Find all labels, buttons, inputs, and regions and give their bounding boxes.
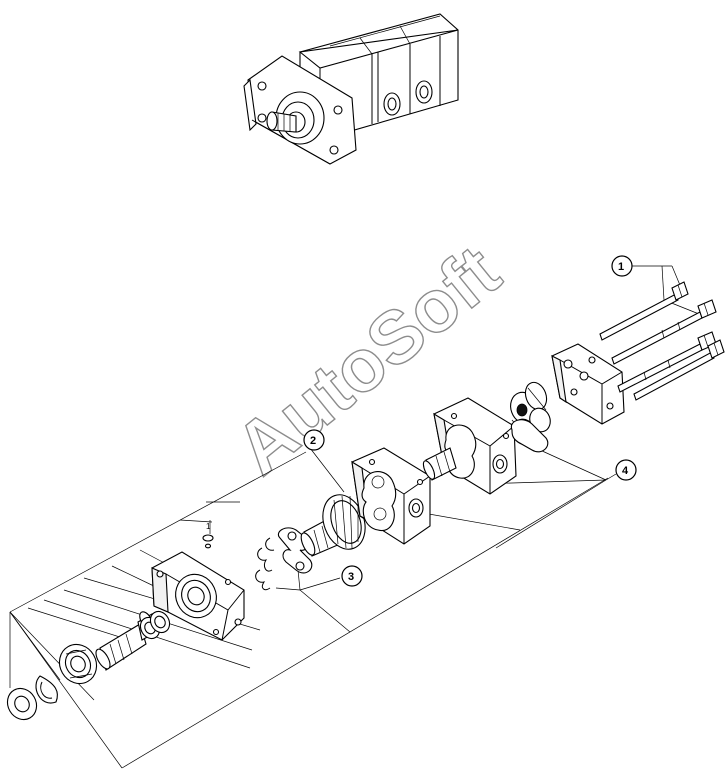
rear-seal-ring [510, 419, 549, 453]
shaft-seal-rings [139, 610, 171, 640]
callout-4: 4 [615, 459, 637, 481]
rear-cover [551, 343, 625, 425]
tie-bolts [599, 281, 725, 401]
gear-housing-front [351, 447, 431, 545]
callout-1: 1 [611, 255, 633, 277]
callout-1-label: 1 [618, 261, 624, 273]
assembled-pump [243, 13, 459, 165]
middle-section-plate [433, 397, 517, 495]
seal-ring [6, 687, 38, 721]
retaining-clips [255, 537, 275, 591]
dowel-pin: 1 [202, 520, 214, 549]
front-flange [151, 551, 245, 641]
bearing [58, 643, 98, 685]
callout-2: 2 [303, 429, 325, 451]
callout-4-label: 4 [622, 465, 629, 477]
rear-gear-set [422, 447, 457, 481]
callout-3-label: 3 [348, 571, 354, 583]
snap-ring [35, 675, 58, 704]
callout-3: 3 [341, 565, 363, 587]
callout-2-label: 2 [310, 435, 316, 447]
leader-lines [9, 265, 705, 769]
gear-set [300, 494, 366, 557]
pin-marker-label: 1 [206, 522, 211, 531]
